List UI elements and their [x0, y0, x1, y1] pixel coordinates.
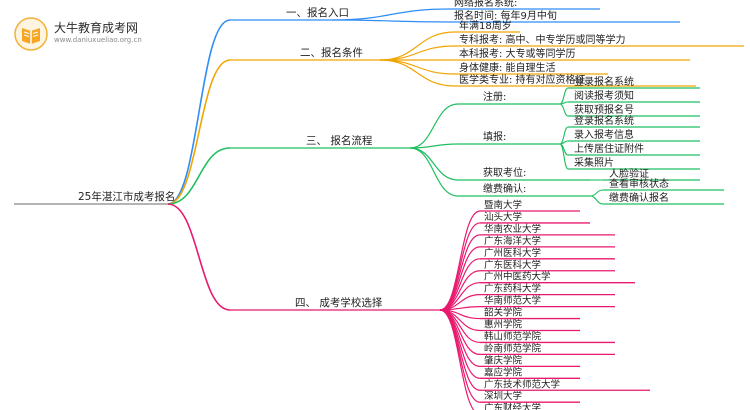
leaf-label: 缴费确认报名: [609, 191, 669, 204]
leaf-connector: [379, 59, 456, 87]
leaf-connector: [589, 189, 604, 197]
leaf-label: 录入报考信息: [574, 128, 634, 141]
leaf-connector: [559, 143, 569, 170]
school-label: 广州中医药大学: [484, 271, 551, 283]
leaf-label: 登录报名系统: [574, 114, 634, 127]
leaf-connector: [559, 103, 569, 117]
group-connector: [409, 147, 459, 181]
leaf-label: 报名时间: 每年9月中旬: [454, 9, 557, 22]
leaf-label: 网络报名系统:: [454, 0, 517, 9]
group-connector: [409, 103, 459, 149]
school-label: 广东医科大学: [484, 259, 541, 271]
leaf-connector: [331, 8, 451, 21]
school-label: 惠州学院: [484, 319, 523, 331]
branch-connector: [167, 147, 231, 205]
leaf-label: 阅读报考须知: [574, 89, 634, 102]
site-url: www.daniuxueliao.org.cn: [54, 36, 142, 44]
leaf-label: 查看审核状态: [609, 177, 669, 190]
leaf-connector: [379, 59, 456, 75]
school-label: 韩山师范学院: [484, 330, 542, 342]
group-label: 填报:: [483, 130, 506, 143]
group-connector: [409, 143, 459, 149]
school-connector: [439, 246, 481, 311]
root-topic: 25年湛江市成考报名: [78, 190, 175, 203]
branch-label: 二、报名条件: [300, 46, 363, 59]
school-connector: [439, 309, 475, 410]
leaf-connector: [379, 45, 456, 61]
leaf-connector: [589, 195, 604, 205]
leaf-label: 上传居住证附件: [574, 142, 644, 155]
site-title: 大牛教育成考网: [54, 21, 139, 35]
site-logo[interactable]: 大牛教育成考网 www.daniuxueliao.org.cn: [14, 17, 234, 51]
branch-connector: [167, 19, 231, 205]
school-label: 广州医科大学: [484, 247, 541, 259]
branch-connector: [167, 59, 231, 205]
group-label: 注册:: [483, 90, 506, 103]
school-label: 广东海洋大学: [484, 235, 541, 247]
branch-label: 一、报名入口: [286, 6, 349, 19]
school-label: 嘉应学院: [484, 366, 523, 378]
group-label: 获取考位:: [483, 166, 526, 179]
leaf-label: 采集照片: [574, 156, 614, 169]
leaf-connector: [331, 19, 451, 23]
leaf-label: 年满18周岁: [459, 19, 512, 32]
school-label: 华南农业大学: [484, 223, 541, 235]
school-label: 广东技术师范大学: [484, 378, 560, 390]
branch-label: 四、 成考学校选择: [295, 296, 383, 309]
leaf-label: 人脸验证: [609, 167, 649, 180]
school-label: 韶关学院: [484, 307, 523, 319]
school-label: 肇庆学院: [484, 354, 523, 366]
branch-connector: [167, 203, 231, 311]
school-label: 深圳大学: [484, 390, 522, 402]
leaf-label: 获取预报名号: [574, 103, 634, 116]
school-connector: [439, 309, 481, 403]
branch-label: 三、 报名流程: [306, 134, 373, 147]
group-connector: [409, 147, 459, 197]
leaf-label: 身体健康: 能自理生活: [459, 61, 556, 74]
school-label: 广东财经大学: [484, 402, 541, 410]
book-logo-icon: [14, 17, 48, 51]
school-connector: [439, 309, 481, 391]
leaf-label: 医学类专业: 持有对应资格证: [459, 73, 586, 86]
school-label: 岭南师范学院: [484, 342, 542, 354]
school-label: 暨南大学: [484, 199, 522, 211]
leaf-label: 登录报名系统: [574, 75, 634, 88]
leaf-label: 专科报考: 高中、中专学历或同等学力: [459, 33, 626, 46]
school-label: 广东药科大学: [484, 283, 541, 295]
group-label: 缴费确认:: [483, 182, 526, 195]
school-label: 华南师范大学: [484, 295, 541, 307]
school-label: 汕头大学: [484, 211, 522, 223]
leaf-label: 本科报考: 大专或等同学历: [459, 47, 576, 60]
